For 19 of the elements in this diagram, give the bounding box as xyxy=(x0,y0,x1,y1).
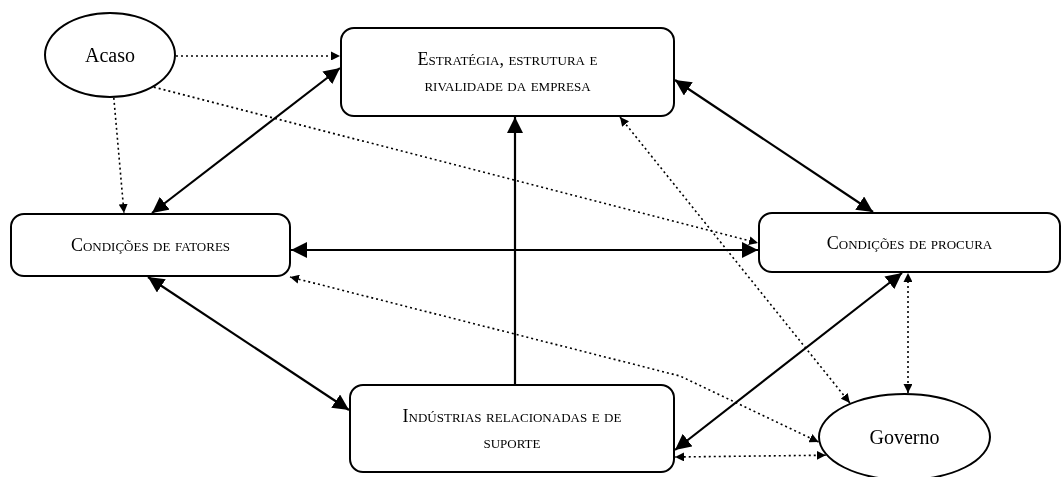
dotted-arrow xyxy=(175,51,341,61)
rounded-box: Condições de fatores xyxy=(10,213,291,277)
dotted-arrow xyxy=(619,116,851,404)
arrow xyxy=(674,79,874,213)
ellipse-node: Acaso xyxy=(44,12,176,98)
dotted-arrow xyxy=(289,274,820,443)
rounded-box: Condições de procura xyxy=(758,212,1061,273)
arrow xyxy=(507,117,523,384)
arrow xyxy=(291,242,758,258)
arrow xyxy=(151,67,341,214)
dotted-arrow xyxy=(113,97,128,214)
ellipse-node: Governo xyxy=(818,393,991,477)
dotted-arrow xyxy=(674,450,827,462)
rounded-box: Estratégia, estrutura e rivalidade da empresa xyxy=(340,27,675,117)
arrow xyxy=(147,276,350,411)
rounded-box: Indústrias relacionadas e de suporte xyxy=(349,384,675,473)
arrow xyxy=(674,272,903,451)
dotted-arrow xyxy=(153,86,759,246)
dotted-arrow xyxy=(903,272,913,394)
